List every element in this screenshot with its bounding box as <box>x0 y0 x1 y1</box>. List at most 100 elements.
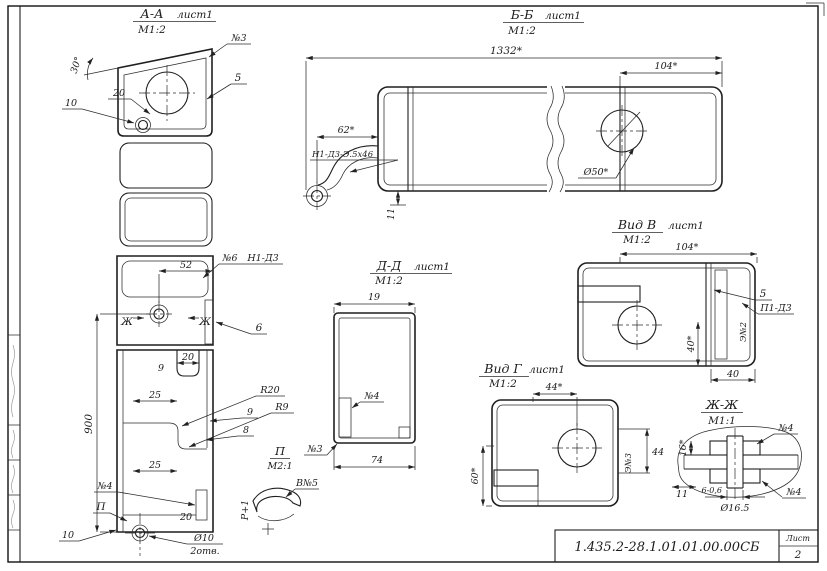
view-aa: А-А лист1 М1:2 30° 20 10 №3 5 <box>59 6 294 557</box>
dd-sheet-ref: лист1 <box>414 261 450 273</box>
view-aa-sheet-ref: лист1 <box>177 9 213 21</box>
aa-pos-8: 8 <box>243 425 249 436</box>
dd-dim-r1: Р+1 <box>240 500 251 521</box>
dd-dim-74: 74 <box>371 455 383 466</box>
sheet-frame <box>7 2 825 563</box>
zh-callout-no4-top: №4 <box>777 423 793 434</box>
v-pos-5: 5 <box>760 288 767 300</box>
dd-scale: М1:2 <box>374 275 403 287</box>
aa-section-zh-left: Ж <box>120 316 134 328</box>
aa-mid-profile <box>116 255 214 346</box>
v-scale: М1:2 <box>622 234 651 246</box>
aa-pos-5: 5 <box>235 72 242 84</box>
aa-dim-25-low: 25 <box>148 460 161 471</box>
title-block: 1.435.2-28.1.01.01.00.00СБ Лист 2 <box>554 529 819 563</box>
sheet-word-label: Лист <box>785 534 810 543</box>
aa-bolt-top <box>137 119 149 131</box>
g-dim-60s: 60* <box>470 467 481 484</box>
v-slot <box>577 285 641 303</box>
g-sheet-ref: лист1 <box>529 364 565 376</box>
v-sheet-ref: лист1 <box>668 220 704 232</box>
zh-callout-no4-bot: №4 <box>785 487 801 498</box>
dd-callout-no4: №4 <box>363 391 379 402</box>
g-slot <box>493 469 539 487</box>
bb-scale: М1:2 <box>507 25 536 37</box>
view-bb: Б-Б лист1 М1:2 1332* 104* Ø50* <box>303 7 723 220</box>
aa-seal-section-2 <box>119 192 213 247</box>
g-scale: М1:2 <box>488 378 517 390</box>
aa-dim-25-mid: 25 <box>148 390 161 401</box>
dd-seal-hatch <box>338 397 352 438</box>
g-dim-44s: 44* <box>545 382 563 393</box>
v-dim-104: 104* <box>676 242 699 253</box>
aa-pos-6: 6 <box>256 322 263 334</box>
aa-callout-no4: №4 <box>96 481 112 492</box>
aa-dim-10-top: 10 <box>65 98 77 109</box>
v-body-outline <box>577 262 756 367</box>
aa-seal-section-1 <box>119 142 213 189</box>
bb-dim-11: 11 <box>386 208 397 220</box>
v-dim-40: 40 <box>726 369 739 380</box>
zh-dia-165: Ø16.5 <box>720 503 750 514</box>
aa-section-zh-right: Ж <box>198 316 212 328</box>
zh-dim-11: 11 <box>676 489 688 500</box>
bb-weld-callout: Н1-Д3-Э.5х46 <box>311 150 374 160</box>
view-aa-title: А-А <box>139 6 163 21</box>
dd-dim-19: 19 <box>368 292 380 303</box>
aa-callout-weld: Н1-Д3 <box>246 253 278 264</box>
aa-pos-9: 9 <box>247 407 253 418</box>
view-zhzh: Ж-Ж М1:1 Ø16.5 №4 №4 16* 11 6-0,6 <box>672 397 806 514</box>
aa-detail-p-mark: П <box>95 501 106 513</box>
aa-dim-20-bot: 20 <box>179 512 192 523</box>
aa-dim-9-mid: 9 <box>158 363 164 374</box>
bb-hinge-arm <box>317 145 379 186</box>
zh-dim-tolerance: 6-0,6 <box>701 486 722 495</box>
dd-detail-p-scale: М2:1 <box>266 461 292 472</box>
v-endcap-hatch <box>714 269 728 360</box>
aa-rad-r20: R20 <box>259 385 279 396</box>
aa-rad-r9: R9 <box>274 402 288 413</box>
view-aa-scale: М1:2 <box>137 24 166 36</box>
dd-detail-p-title: П <box>274 444 286 458</box>
bb-dia-50: Ø50* <box>583 167 609 178</box>
aa-dim-20-mid: 20 <box>181 352 194 363</box>
zh-partial-section-boundary <box>677 426 802 498</box>
aa-callout-no6: №6 <box>221 253 237 264</box>
v-weld-p1d3: П1-Д3 <box>759 303 791 314</box>
v-dim-40s: 40* <box>686 335 697 353</box>
bb-break-line-right <box>557 85 565 193</box>
dd-channel-outline <box>333 312 416 444</box>
bb-dim-104: 104* <box>655 61 678 72</box>
g-body-outline <box>491 399 619 507</box>
dd-clip-detail <box>252 487 302 513</box>
outer-border <box>7 5 819 563</box>
zh-scale: М1:1 <box>707 415 736 427</box>
aa-dim-20-top: 20 <box>112 88 125 99</box>
aa-dia-10: Ø10 <box>193 533 214 544</box>
drawing-code: 1.435.2-28.1.01.01.00.00СБ <box>574 540 760 555</box>
aa-dim-10-bot: 10 <box>62 530 74 541</box>
dd-weld-v5: В№5 <box>295 478 318 489</box>
bb-title: Б-Б <box>510 7 534 22</box>
sheet-number: 2 <box>794 549 802 561</box>
zh-dim-16s: 16* <box>678 439 689 456</box>
dd-title: Д-Д <box>376 258 402 273</box>
g-weld-e3: Э№3 <box>624 453 634 473</box>
view-v: Вид В лист1 М1:2 104* 5 П1-Д3 Э№2 40 40* <box>577 217 794 383</box>
bb-sheet-ref: лист1 <box>545 10 581 22</box>
g-dim-44: 44 <box>651 447 664 458</box>
bb-dim-62: 62* <box>338 125 355 136</box>
aa-dim-900: 900 <box>83 414 95 434</box>
view-g: Вид Г лист1 М1:2 44* 60* Э№3 44 <box>470 361 664 507</box>
aa-dim-52: 52 <box>180 260 192 271</box>
v-weld-e2: Э№2 <box>739 322 749 342</box>
aa-top-profile <box>117 48 213 137</box>
zh-title: Ж-Ж <box>705 397 739 412</box>
g-title: Вид Г <box>483 361 522 376</box>
dd-callout-no3: №3 <box>306 444 322 455</box>
aa-bottom-profile <box>116 349 214 533</box>
v-title: Вид В <box>617 217 656 232</box>
bb-dim-1332: 1332* <box>490 45 523 57</box>
